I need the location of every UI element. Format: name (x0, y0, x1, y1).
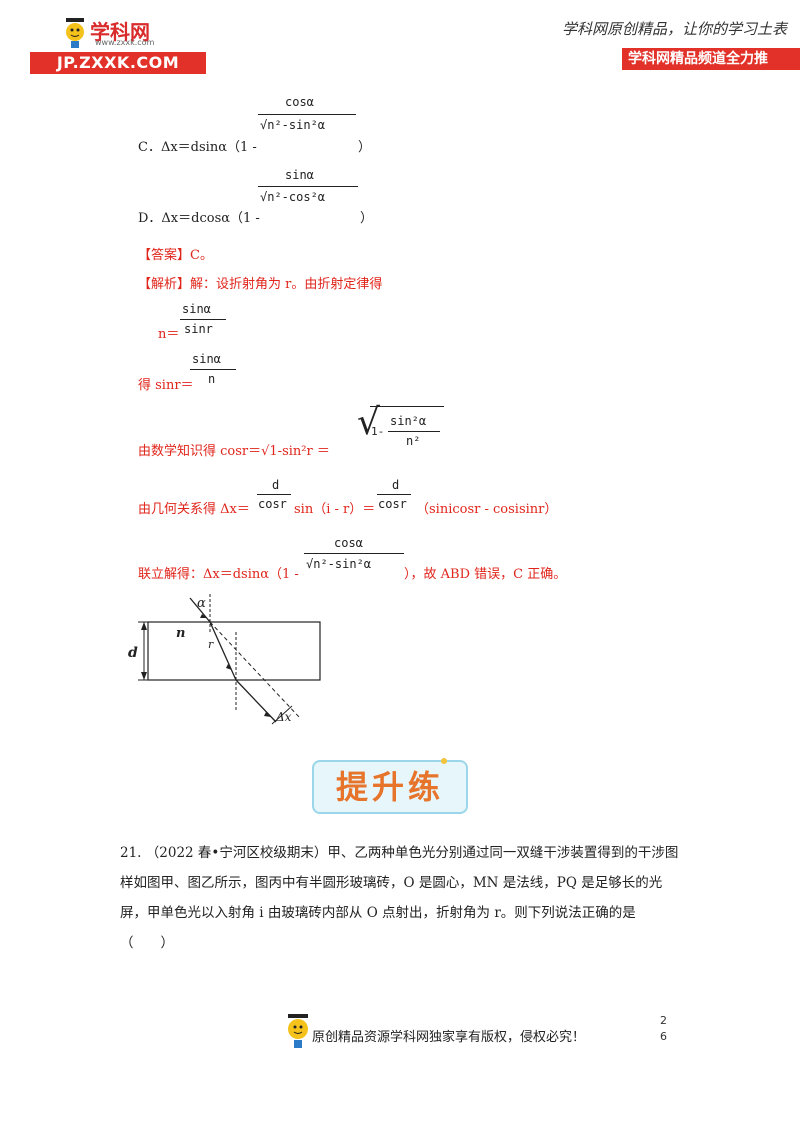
option-c-prefix: C．Δx＝dsinα（1 - (138, 140, 257, 155)
cosr-text: 由数学知识得 cosr＝√1-sin²r ＝ (138, 444, 330, 459)
option-d-numerator: sinα (285, 168, 314, 182)
diagram-label-alpha: α (197, 596, 206, 611)
sinr-numerator: sinα (192, 352, 221, 366)
page-number-top: 2 (660, 1014, 667, 1027)
diagram-label-dx: Δx (276, 710, 292, 724)
option-c-numerator: cosα (285, 95, 314, 109)
option-d-prefix: D．Δx＝dcosα（1 - (138, 211, 260, 226)
question-21: 21. （2022 春•宁河区校级期末）甲、乙两种单色光分别通过同一双缝干涉装置… (120, 845, 679, 951)
n-numerator: sinα (182, 302, 211, 316)
sinr-equals: 得 sinr＝ (138, 378, 194, 393)
cosr-denominator: n² (406, 434, 421, 448)
final-prefix: 联立解得：Δx＝dsinα（1 - (138, 567, 299, 582)
header-channel-banner: 学科网精品频道全力推 (622, 48, 800, 70)
cosr-numerator: sin²α (390, 414, 427, 428)
geo-text: 由几何关系得 Δx＝ (138, 502, 250, 517)
option-c-denominator: √n²-sin²α (260, 118, 326, 132)
sqrt-symbol: √ (357, 402, 380, 443)
geo-tail: （sinicosr - cosisinr） (416, 502, 558, 517)
logo-url: www.zxxk.com (95, 38, 155, 47)
sparkle-icon (438, 752, 450, 764)
geo-numerator-2: d (392, 478, 400, 492)
option-c-suffix: ） (358, 140, 372, 155)
option-d-denominator: √n²-cos²α (260, 190, 326, 204)
diagram-label-r: r (208, 638, 214, 651)
sinr-denominator: n (208, 372, 216, 386)
footer-copyright: 原创精品资源学科网独家享有版权，侵权必究！ (312, 1030, 586, 1045)
diagram-label-d: d (128, 645, 138, 661)
page-number-bottom: 6 (660, 1030, 667, 1043)
analysis-label: 【解析】解：设折射角为 r。由折射定律得 (138, 277, 383, 292)
refraction-diagram (138, 594, 321, 725)
final-numerator: cosα (334, 536, 363, 550)
section-badge (312, 760, 468, 814)
cosr-root-prefix: 1- (371, 425, 385, 438)
n-denominator: sinr (184, 322, 213, 336)
logo-name: 学科网 (90, 20, 150, 44)
answer-label: 【答案】C。 (138, 248, 213, 263)
diagram-label-n: n (176, 626, 186, 641)
option-d-suffix: ） (360, 211, 374, 226)
geo-denominator-2: cosr (378, 497, 407, 511)
geo-middle: sin（i - r）＝ (294, 502, 376, 517)
logo-domain-bar[interactable]: JP.ZXXK.COM (30, 52, 206, 74)
n-equals: n＝ (158, 327, 180, 342)
geo-denominator: cosr (258, 497, 287, 511)
header-slogan: 学科网原创精品，让你的学习土表 (562, 20, 788, 38)
footer-mascot-icon (286, 1014, 310, 1048)
geo-numerator: d (272, 478, 280, 492)
logo-mascot-icon (64, 18, 86, 48)
final-denominator: √n²-sin²α (306, 557, 372, 571)
section-badge-text: 提升练 (335, 768, 444, 806)
final-suffix: ），故 ABD 错误，C 正确。 (404, 567, 567, 582)
